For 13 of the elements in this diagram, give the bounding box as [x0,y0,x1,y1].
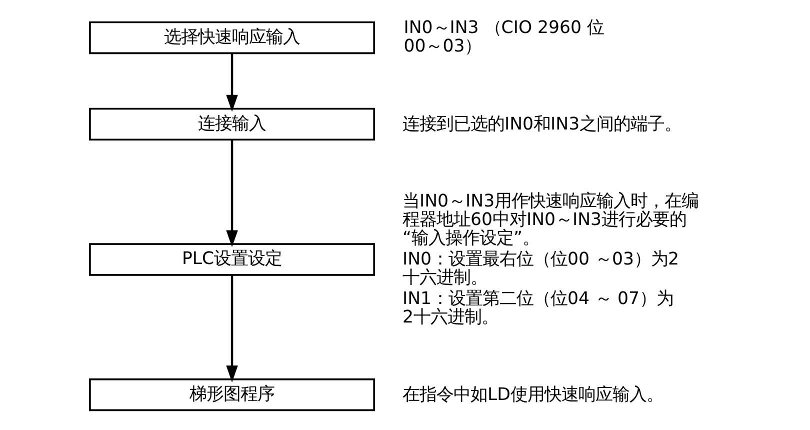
node-label: 在指令中如LD使用快速响应输入。 [402,384,664,405]
arrow [226,140,238,248]
node-box: 梯形图程序 [89,378,376,412]
node-box: PLC设置设定 [89,243,376,276]
arrow [226,53,238,112]
node-label: IN0：设置最右位（位00 ～03）为2十六进制。 [402,250,680,288]
node-label: IN0～IN3 （CIO 2960 位 00～03） [404,18,604,57]
node-label: 连接到已选的IN0和IN3之间的端子。 [402,114,682,134]
node-box: 连接输入 [89,108,376,141]
node-label: 当IN0～IN3用作快速响应输入时，在编程器地址60中对IN0～IN3进行必要的“输入操作设定”。 [402,192,699,249]
arrow [226,274,238,382]
node-box: 选择快速响应输入 [89,21,376,54]
node-label: IN1：设置第二位（位04 ～ 07）为2十六进制。 [402,289,674,328]
